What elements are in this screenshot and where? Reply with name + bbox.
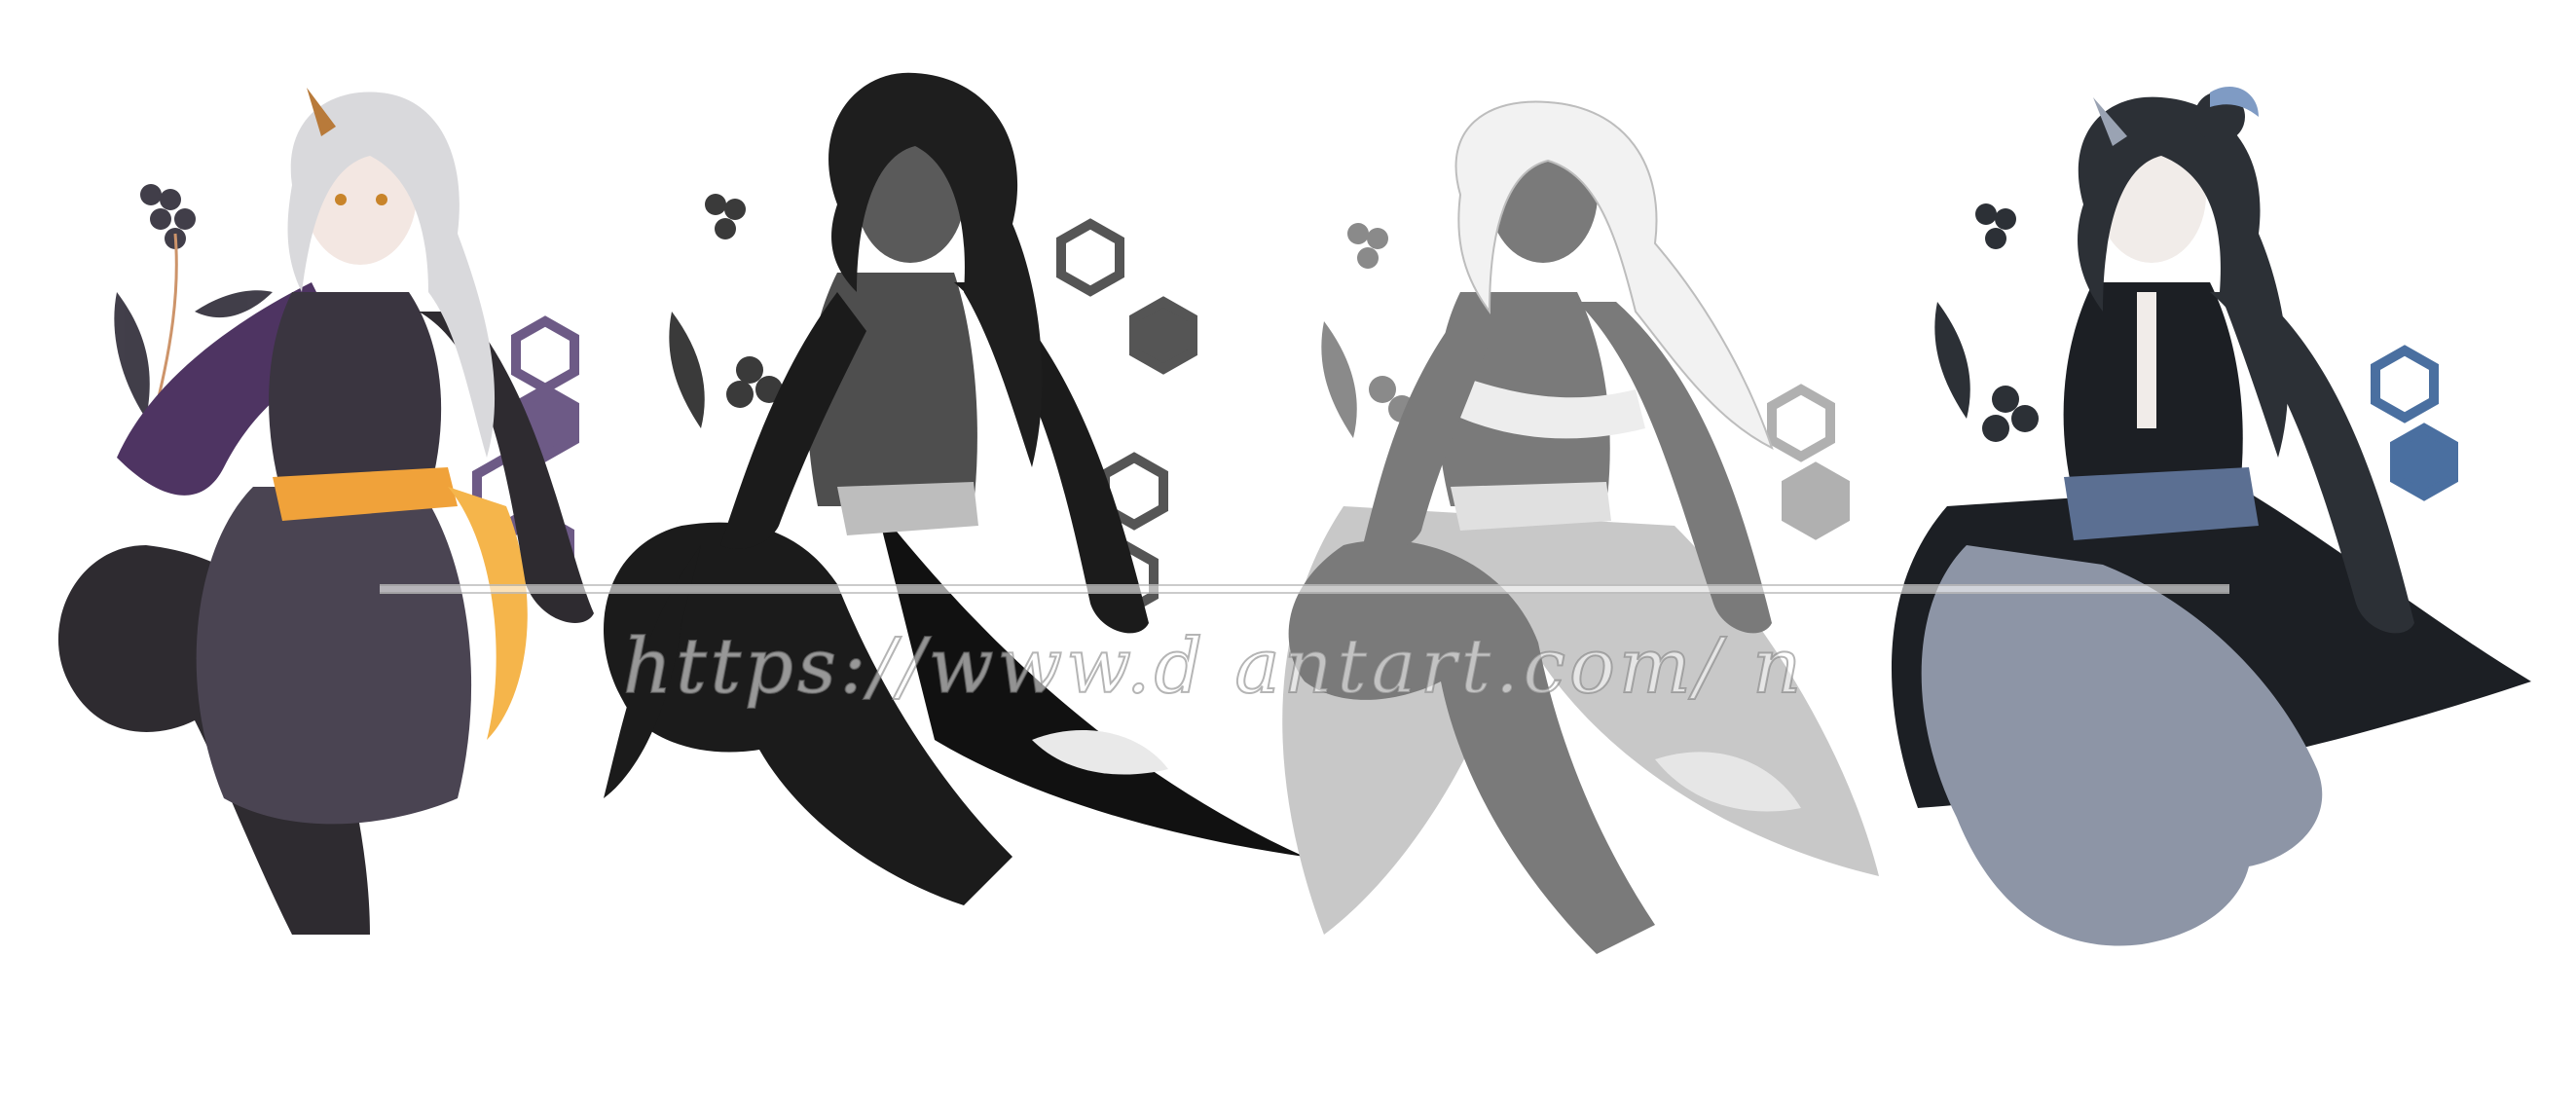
character-4-horn [2093, 97, 2127, 146]
character-3-hexagon-pattern [1767, 384, 1850, 540]
character-1-sash-tail [448, 487, 528, 740]
character-3-figure [1282, 100, 1879, 954]
character-4-hexagon-pattern [2371, 345, 2458, 501]
character-3-drape [1441, 370, 1645, 439]
character-1-torso [269, 292, 442, 497]
character-4-arm-right [2210, 292, 2414, 634]
character-3-cloud-pattern [1655, 752, 1801, 812]
character-4-pants [1921, 545, 2323, 946]
character-2-cloud-pattern [1032, 730, 1168, 775]
character-1-hair [287, 92, 496, 458]
character-4-botanical-decoration [1934, 203, 2039, 442]
character-2-sash [837, 482, 978, 535]
character-3-sash [1451, 482, 1611, 531]
character-1-botanical-decoration [114, 184, 273, 419]
character-3-hair [1454, 100, 1774, 450]
character-2-pant-leg [604, 545, 701, 798]
character-2-figure [604, 72, 1305, 905]
character-4-figure [1891, 87, 2531, 946]
character-4-hair-ornament [2210, 87, 2259, 117]
character-2-hair [828, 72, 1043, 467]
character-3-arm-left [1363, 312, 1490, 550]
character-2-arm-left [720, 292, 866, 549]
character-2-arm-right [954, 282, 1149, 634]
character-1-skirt [196, 487, 472, 825]
character-3-arm-right [1577, 302, 1772, 634]
character-3-botanical-decoration [1321, 223, 1416, 438]
character-1-arm [419, 312, 594, 623]
character-3-legs [1288, 539, 1655, 954]
character-4-neckline [2137, 292, 2156, 428]
character-1-figure [57, 88, 594, 935]
character-2-botanical-decoration [669, 194, 783, 428]
character-1-horn [307, 88, 336, 136]
character-2-pants [604, 522, 1012, 905]
character-1-sash [273, 467, 458, 521]
character-2-coat [876, 506, 1305, 857]
character-4-sash [2064, 467, 2259, 540]
character-4-hair [2078, 96, 2289, 458]
watermark-band [380, 584, 2229, 594]
